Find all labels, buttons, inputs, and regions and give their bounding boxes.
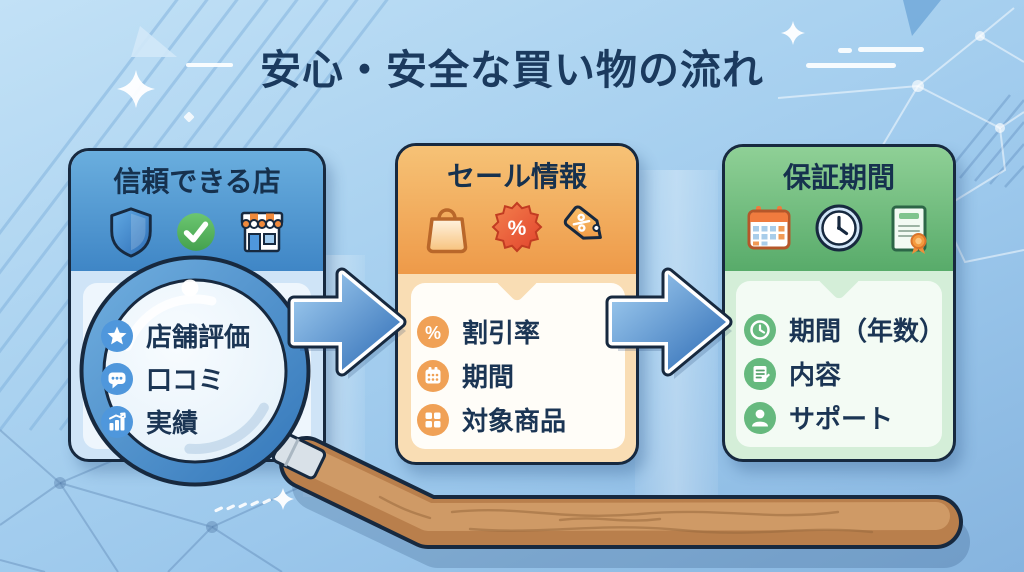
- list-item-label: 期間（年数）: [789, 316, 946, 346]
- products-grid-icon: [417, 403, 449, 436]
- list-item-label: 期間: [462, 362, 515, 392]
- magnifier-handle: [279, 436, 963, 549]
- check-circle-icon: [177, 213, 215, 251]
- card-warranty-list: 期間（年数） 内容: [743, 311, 947, 436]
- svg-text:%: %: [425, 323, 441, 343]
- triangle-decor: [131, 26, 177, 57]
- star-icon: [101, 319, 133, 352]
- person-icon: [744, 401, 776, 434]
- list-item: 内容: [743, 355, 947, 392]
- list-item: 口コミ: [100, 360, 310, 397]
- list-item-label: 口コミ: [146, 365, 225, 395]
- list-item: 期間: [416, 357, 630, 394]
- list-item-label: サポート: [789, 404, 894, 434]
- card-title: 保証期間: [782, 162, 895, 193]
- arrow-right-icon: [605, 267, 733, 379]
- clock-icon: [744, 313, 776, 346]
- clock-icon: [815, 204, 863, 252]
- speed-lines: [186, 47, 924, 68]
- page-title: 安心・安全な買い物の流れ: [260, 47, 764, 93]
- card-trusted-store-list: 店舗評価 口コミ 実績: [100, 317, 310, 440]
- svg-text:%: %: [508, 217, 527, 240]
- card-sale-info: セール情報 %: [395, 143, 639, 465]
- list-item-label: 内容: [789, 360, 842, 390]
- list-item: % 割引率: [416, 313, 630, 350]
- bar-chart-icon: [101, 405, 133, 438]
- certificate-icon: [891, 205, 927, 254]
- list-item-label: 割引率: [462, 318, 541, 348]
- hatch-patch: [944, 94, 1024, 188]
- card-warranty: 保証期間: [722, 144, 956, 462]
- calendar-icon: [747, 206, 791, 250]
- list-item-label: 対象商品: [462, 406, 567, 436]
- card-trusted-store-header: 信頼できる店: [71, 151, 323, 271]
- card-warranty-header: 保証期間: [725, 147, 953, 271]
- card-sale-info-list: % 割引率 期間: [416, 313, 630, 438]
- storefront-icon: [240, 211, 284, 253]
- shield-icon: [110, 207, 152, 258]
- shopping-bag-icon: [426, 208, 468, 254]
- sparkle-icon: [117, 21, 805, 510]
- list-item: 期間（年数）: [743, 311, 947, 348]
- card-title: 信頼できる店: [113, 166, 281, 197]
- percent-badge-icon: %: [491, 201, 543, 253]
- list-item-label: 実績: [146, 408, 199, 438]
- card-sale-info-header: セール情報 %: [398, 146, 636, 274]
- magnifier-lens: [79, 255, 311, 487]
- list-item: 対象商品: [416, 401, 630, 438]
- speech-bubble-icon: [101, 362, 133, 395]
- percent-icon: %: [417, 315, 449, 348]
- list-item: サポート: [743, 399, 947, 436]
- calendar-icon: [417, 359, 449, 392]
- network-nodes-bl: [54, 477, 218, 533]
- list-item-label: 店舗評価: [146, 322, 251, 352]
- price-tag-icon: [563, 205, 602, 240]
- dash-marks: [214, 498, 271, 513]
- triangle-decor-right: [903, 0, 941, 36]
- list-item: 店舗評価: [100, 317, 310, 354]
- list-item: 実績: [100, 403, 310, 440]
- document-icon: [744, 357, 776, 390]
- card-title: セール情報: [446, 161, 587, 192]
- arrow-right-icon: [287, 267, 407, 379]
